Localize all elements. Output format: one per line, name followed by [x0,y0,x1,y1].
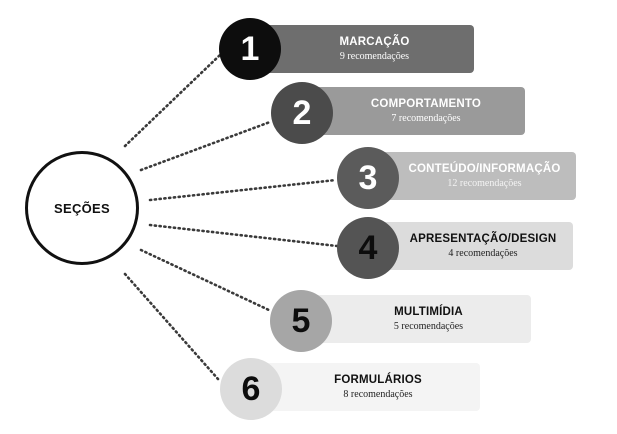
connector-2 [139,120,272,172]
section-number-badge: 2 [271,82,333,144]
section-title: CONTEÚDO/INFORMAÇÃO [408,163,561,175]
section-number-badge: 6 [220,358,282,420]
section-title: APRESENTAÇÃO/DESIGN [409,233,557,245]
connector-1 [123,53,222,148]
section-bar-6: FORMULÁRIOS 8 recomendações [262,363,480,411]
section-bar-4: APRESENTAÇÃO/DESIGN 4 recomendações [379,222,573,270]
connector-5 [139,248,273,313]
section-title: COMPORTAMENTO [370,98,482,110]
hub-circle: SEÇÕES [25,151,139,265]
section-count: 5 recomendações [393,321,464,332]
section-count: 8 recomendações [343,389,413,400]
section-number-badge: 3 [337,147,399,209]
connector-3 [148,178,338,202]
section-title: MARCAÇÃO [339,36,410,48]
section-count: 7 recomendações [391,113,461,124]
section-title: MULTIMÍDIA [394,306,463,318]
section-bar-1: MARCAÇÃO 9 recomendações [261,25,474,73]
section-number-badge: 5 [270,290,332,352]
section-number-badge: 4 [337,217,399,279]
section-number-badge: 1 [219,18,281,80]
section-bar-5: MULTIMÍDIA 5 recomendações [312,295,531,343]
section-count: 12 recomendações [447,178,522,189]
section-bar-3: CONTEÚDO/INFORMAÇÃO 12 recomendações [379,152,576,200]
connector-6 [123,272,220,381]
connector-4 [148,223,339,248]
section-bar-2: COMPORTAMENTO 7 recomendações [313,87,525,135]
section-title: FORMULÁRIOS [334,374,422,386]
hub-label: SEÇÕES [54,200,110,216]
section-count: 9 recomendações [339,51,410,62]
section-count: 4 recomendações [448,248,518,259]
